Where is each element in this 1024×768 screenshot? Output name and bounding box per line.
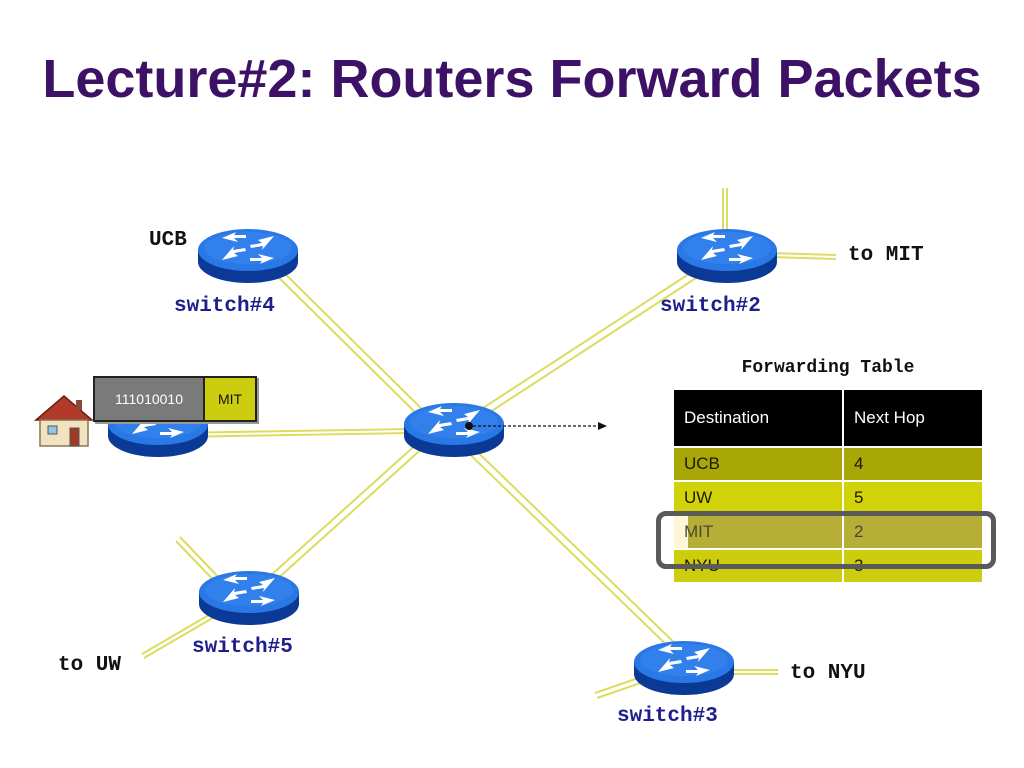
forwarding-table-caption: Forwarding Table: [741, 358, 915, 378]
link-center-switch3: [451, 432, 687, 659]
forwarding-table: Destination Next Hop UCB 4 UW 5 MIT 2 NY…: [674, 390, 982, 584]
house-icon: [35, 395, 93, 447]
table-cell-next-hop: 4: [843, 447, 982, 482]
table-cell-next-hop: 5: [843, 481, 982, 516]
label-to-mit: to MIT: [848, 244, 924, 267]
table-header-destination: Destination: [674, 390, 844, 448]
table-header-next-hop: Next Hop: [843, 390, 982, 448]
label-switch4: switch#4: [174, 295, 275, 318]
packet-destination: MIT: [205, 378, 255, 420]
router-icon-switch3: [634, 641, 734, 695]
label-ucb: UCB: [149, 229, 187, 252]
router-icon-switch4: [198, 229, 298, 283]
table-cell-destination: UCB: [674, 447, 844, 482]
router-icon-center: [404, 403, 504, 457]
link-center-switch5: [248, 431, 437, 600]
lookup-arrow: [465, 422, 607, 430]
label-switch2: switch#2: [660, 295, 761, 318]
label-switch5: switch#5: [192, 636, 293, 659]
router-icon-switch2: [677, 229, 777, 283]
table-row: UCB 4: [674, 447, 982, 482]
packet: 111010010 MIT: [93, 376, 257, 422]
label-switch3: switch#3: [617, 705, 718, 728]
table-cell-destination: MIT: [674, 515, 844, 550]
router-icon-switch5: [199, 571, 299, 625]
table-row: UW 5: [674, 481, 982, 516]
label-to-uw: to UW: [58, 654, 121, 677]
packet-bits: 111010010: [95, 378, 205, 420]
table-row: MIT 2: [674, 515, 982, 550]
link-switch5-to-uw: [141, 611, 217, 659]
link-switch2-to-mit: [769, 252, 837, 260]
slide-title: Lecture#2: Routers Forward Packets: [42, 49, 982, 109]
table-header-row: Destination Next Hop: [674, 390, 982, 448]
link-center-switch2: [459, 254, 723, 430]
link-center-switch4: [257, 252, 437, 428]
highlighted-row-frame: [656, 511, 996, 569]
table-cell-destination: UW: [674, 481, 844, 516]
table-cell-next-hop: 2: [843, 515, 982, 550]
link-center-ucb-local: [169, 428, 411, 438]
link-switch3-to-nyu: [728, 669, 778, 675]
label-to-nyu: to NYU: [790, 662, 866, 685]
